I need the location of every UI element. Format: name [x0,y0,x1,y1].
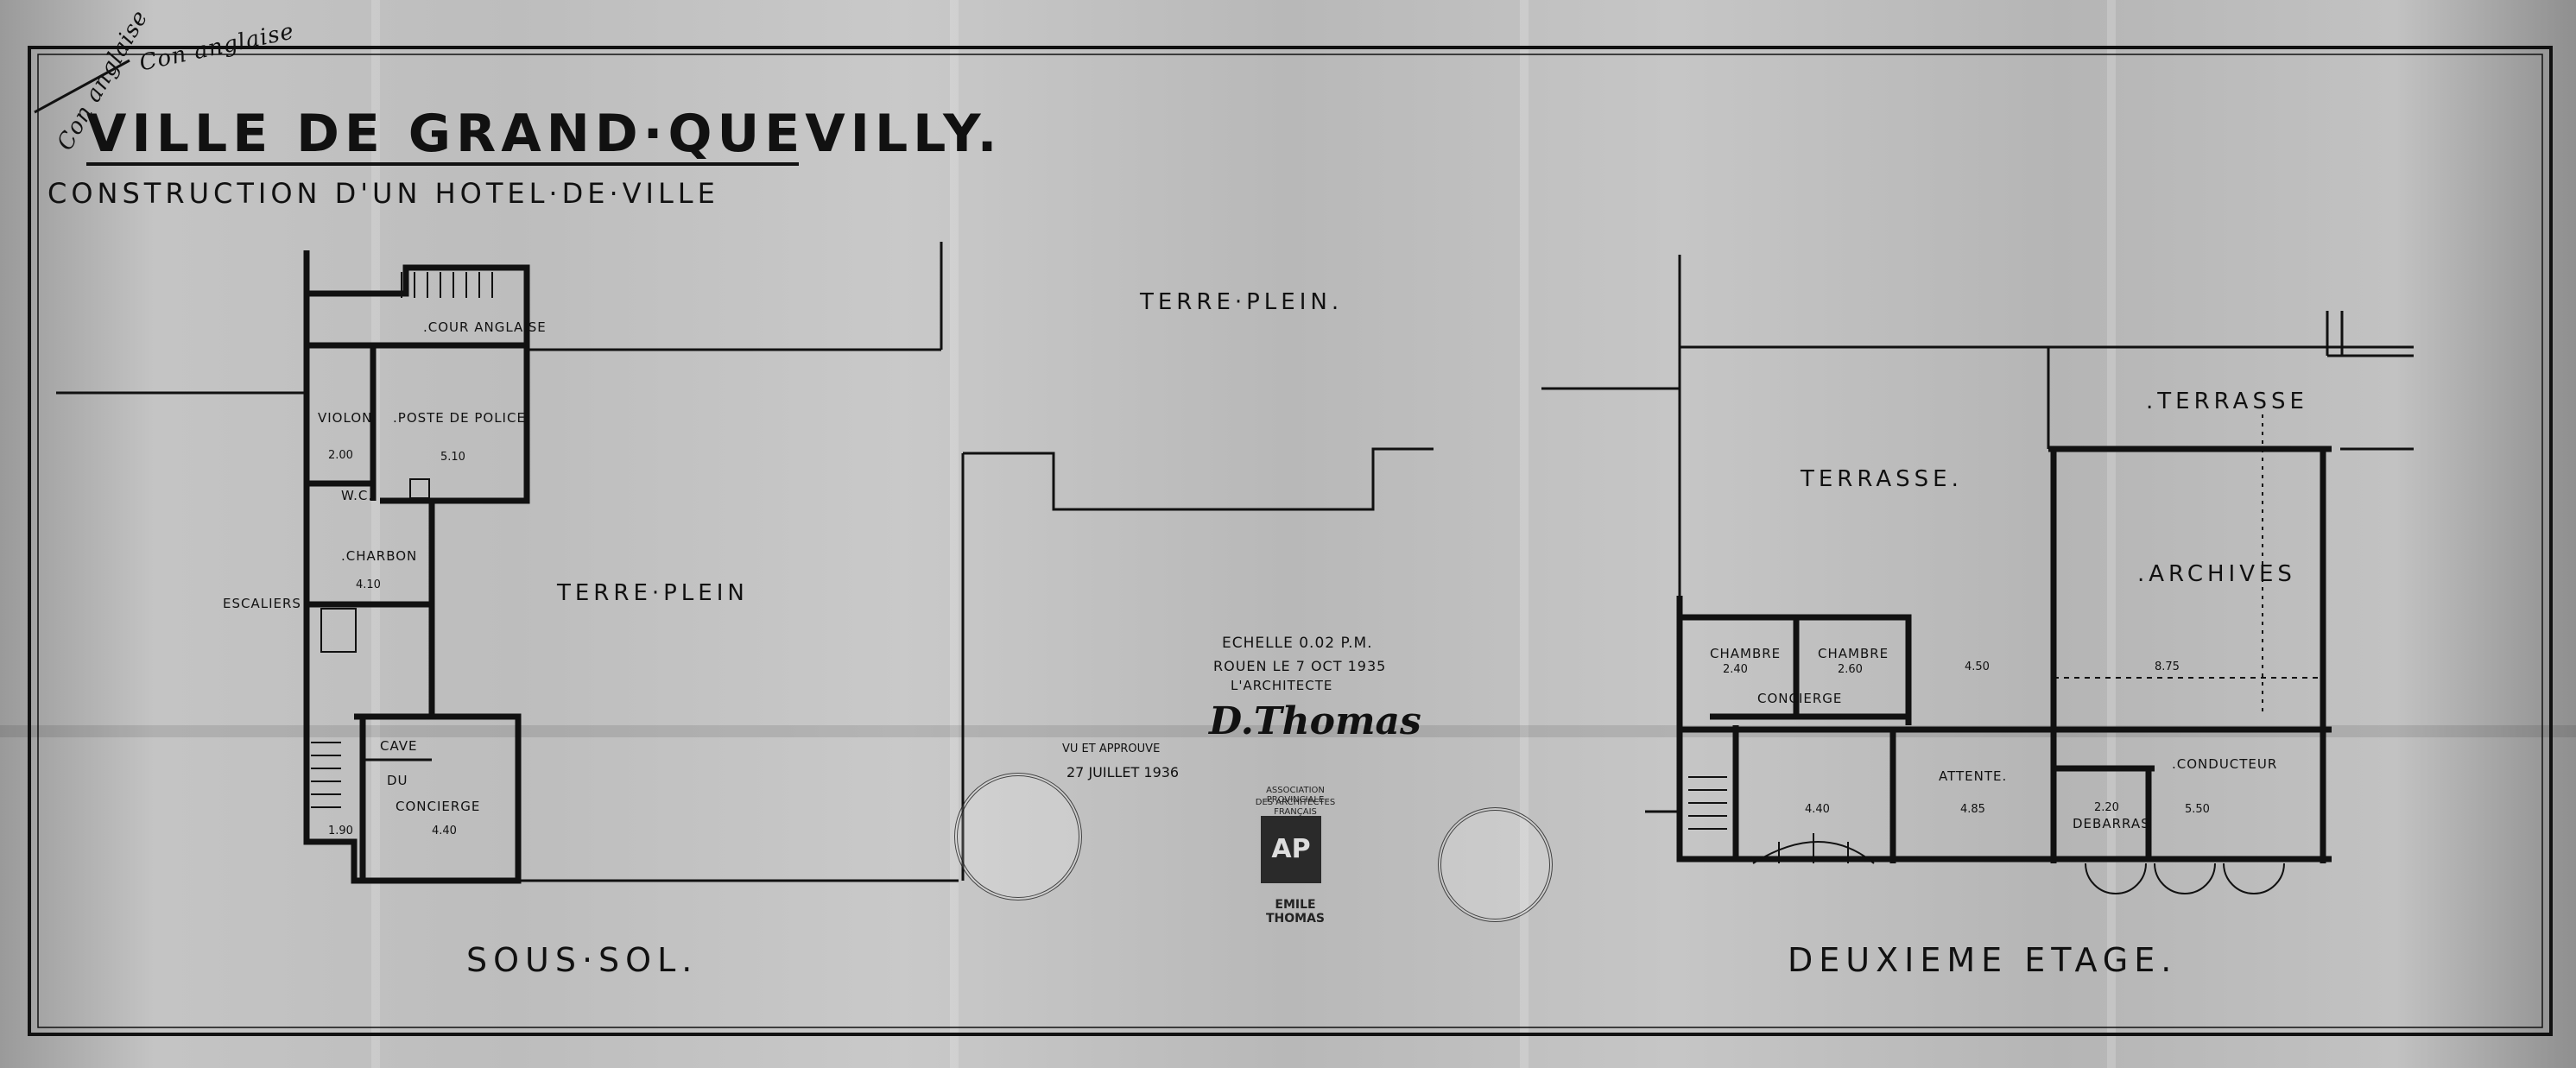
city-title: VILLE DE GRAND·QUEVILLY. [86,104,1003,164]
dimension: 4.85 [1960,803,1985,816]
room-terrasse: .TERRASSE [2146,389,2308,414]
terre-plein-label: TERRE·PLEIN [557,580,749,606]
room-chambre: CHAMBRE [1710,646,1782,661]
room-chambre: CHAMBRE [1818,646,1889,661]
scale-label: ECHELLE 0.02 P.M. [1222,635,1373,652]
dimension: 5.10 [440,451,465,464]
room-violon: VIOLON [318,410,373,426]
approval-date: 27 JUILLET 1936 [1066,764,1180,780]
association-text: DES ARCHITECTES FRANÇAIS [1255,798,1336,817]
dimension: 2.60 [1838,663,1863,676]
dimension: 1.90 [328,825,353,837]
association-text: ASSOCIATION PROVINCIALE [1266,786,1325,805]
approval-text: VU ET APPROUVE [1062,743,1161,755]
plan-caption-deuxieme-etage: DEUXIEME ETAGE. [1788,941,2178,979]
dimension: 2.20 [2094,801,2119,814]
room-cave: DU [387,773,408,788]
terre-plein-label: TERRE·PLEIN. [1140,289,1344,315]
paper-fold [371,0,380,1068]
room-debarras: DEBARRAS [2073,816,2150,831]
official-stamp [1438,807,1553,922]
room-cave: CAVE [380,738,418,754]
room-escaliers: ESCALIERS [223,596,301,611]
room-attente: ATTENTE. [1939,768,2008,784]
dimension: 4.40 [432,825,457,837]
room-archives: .ARCHIVES [2137,561,2296,587]
architect-signature: D.Thomas [1209,699,1421,743]
room-wc: W.C. [341,488,374,503]
room-conducteur: .CONDUCTEUR [2172,756,2278,772]
architect-label: L'ARCHITECTE [1231,678,1333,693]
ap-logo-icon: AP [1261,816,1321,883]
room-concierge: CONCIERGE [1757,691,1843,706]
project-title: CONSTRUCTION D'UN HOTEL·DE·VILLE [47,177,719,210]
official-stamp [954,773,1082,901]
room-terrasse: TERRASSE. [1801,466,1963,492]
dimension: 4.40 [1805,803,1830,816]
association-name: EMILE THOMAS [1265,898,1326,926]
dimension: 8.75 [2155,660,2180,673]
room-poste-de-police: .POSTE DE POLICE [393,410,526,426]
date-label: ROUEN LE 7 OCT 1935 [1213,658,1387,674]
dimension: 2.40 [1723,663,1748,676]
paper-fold [2107,0,2116,1068]
plan-caption-sous-sol: SOUS·SOL. [466,941,699,979]
dimension: 5.50 [2185,803,2210,816]
room-cour-anglaise: .COUR ANGLAISE [423,319,547,335]
paper-fold [950,0,959,1068]
association-logo: ASSOCIATION PROVINCIALE DES ARCHITECTES … [1244,768,1347,941]
dimension: 2.00 [328,449,353,462]
paper-fold [1520,0,1529,1068]
dimension: 4.50 [1965,660,1990,673]
room-charbon: .CHARBON [341,548,418,564]
room-cave: CONCIERGE [396,799,481,814]
dimension: 4.10 [356,578,381,591]
